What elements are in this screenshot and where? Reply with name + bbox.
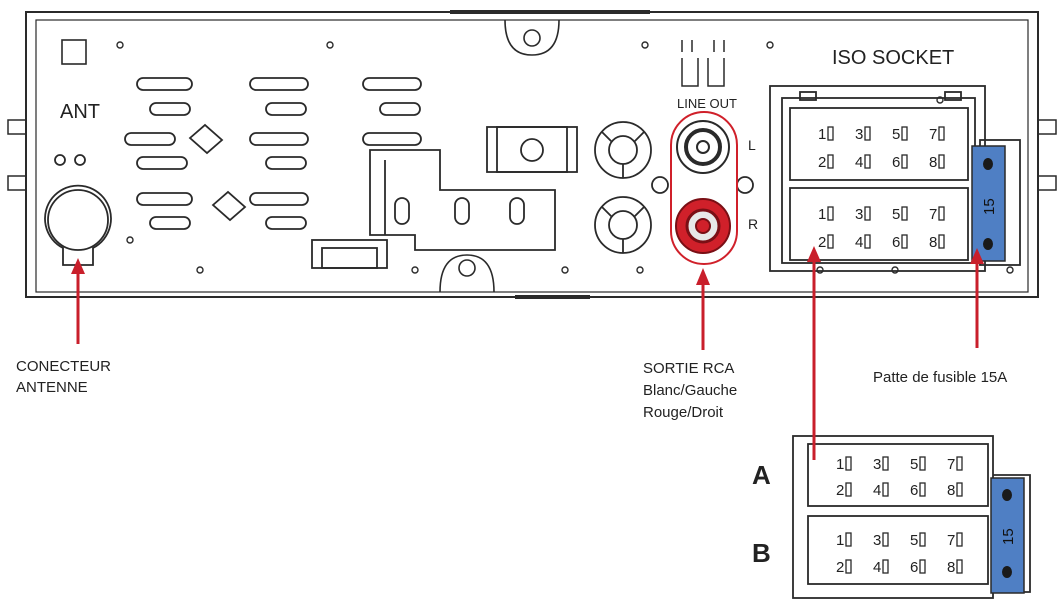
antenna-connector-line-1: CONECTEUR xyxy=(16,358,111,375)
rca-output xyxy=(670,111,738,265)
iso-pin-7-b: 7 xyxy=(947,532,955,549)
iso-pin-slot xyxy=(827,154,834,169)
iso-pin-slot xyxy=(845,532,852,547)
iso-pin-3-a: 3 xyxy=(873,456,881,473)
iso-pin-3-b: 3 xyxy=(873,532,881,549)
rca-output-line-1: SORTIE RCA xyxy=(643,360,734,377)
iso-pin-slot xyxy=(864,206,871,221)
rca-output-label: SORTIE RCA Blanc/Gauche Rouge/Droit xyxy=(643,360,741,421)
iso-pin-slot xyxy=(938,234,945,249)
iso-pin-slot xyxy=(882,456,889,471)
screw-dots xyxy=(116,41,1014,274)
iso-pin-7-a: 7 xyxy=(947,456,955,473)
iso-pin-slot xyxy=(864,154,871,169)
iso-pin-4-a: 4 xyxy=(873,482,881,499)
connector-b-label: B xyxy=(752,538,771,568)
iso-pin-slot xyxy=(845,559,852,574)
iso-pin-slot xyxy=(882,559,889,574)
iso-pin-2-b: 2 xyxy=(836,559,844,576)
connector-a-label: A xyxy=(752,460,771,490)
iso-pin-slot xyxy=(919,559,926,574)
iso-pin-2-a: 2 xyxy=(818,154,826,171)
rca-left-label: L xyxy=(748,137,756,153)
detail-fuse: 15 xyxy=(990,477,1025,594)
iso-pin-3-b: 3 xyxy=(855,206,863,223)
iso-pin-slot xyxy=(919,532,926,547)
speaker-knockouts xyxy=(594,121,754,254)
rca-output-line-3: Rouge/Droit xyxy=(643,404,724,421)
line-out-tabs xyxy=(681,40,725,87)
iso-pin-slot xyxy=(864,126,871,141)
iso-pin-7-a: 7 xyxy=(929,126,937,143)
internal-bracket xyxy=(311,126,578,269)
iso-pin-1-a: 1 xyxy=(836,456,844,473)
iso-pin-slot xyxy=(864,234,871,249)
iso-pin-slot xyxy=(901,126,908,141)
antenna-connector-line-2: ANTENNE xyxy=(16,379,88,396)
ant-label: ANT xyxy=(60,101,100,123)
iso-pin-slot xyxy=(882,532,889,547)
iso-pin-8-b: 8 xyxy=(929,234,937,251)
iso-pins-detail: 1 3 5 7 2 4 6 8 1 3 5 7 2 4 6 8 xyxy=(836,456,963,576)
iso-pin-2-a: 2 xyxy=(836,482,844,499)
iso-pin-slot xyxy=(845,482,852,497)
iso-pin-8-a: 8 xyxy=(929,154,937,171)
iso-pin-slot xyxy=(827,234,834,249)
iso-pin-slot xyxy=(919,482,926,497)
iso-pin-5-a: 5 xyxy=(892,126,900,143)
iso-pin-slot xyxy=(845,456,852,471)
iso-pin-7-b: 7 xyxy=(929,206,937,223)
iso-pin-slot xyxy=(901,234,908,249)
fuse-rating-detail: 15 xyxy=(1000,528,1017,545)
iso-pin-slot xyxy=(901,206,908,221)
iso-pin-5-a: 5 xyxy=(910,456,918,473)
antenna-connector-label: CONECTEUR ANTENNE xyxy=(16,358,115,396)
iso-pin-1-a: 1 xyxy=(818,126,826,143)
iso-pin-slot xyxy=(956,482,963,497)
iso-pin-4-a: 4 xyxy=(855,154,863,171)
mounting-holes xyxy=(61,19,560,293)
fuse-rating-panel: 15 xyxy=(981,198,998,215)
iso-pin-6-b: 6 xyxy=(910,559,918,576)
vent-slots xyxy=(124,77,422,230)
rca-output-line-2: Blanc/Gauche xyxy=(643,382,737,399)
iso-pin-slot xyxy=(956,456,963,471)
iso-pin-slot xyxy=(956,532,963,547)
iso-pin-4-b: 4 xyxy=(873,559,881,576)
iso-pin-slot xyxy=(882,482,889,497)
iso-pins-panel: 1 3 5 7 2 4 6 8 1 3 5 7 2 4 6 8 xyxy=(818,126,945,251)
iso-pin-8-b: 8 xyxy=(947,559,955,576)
iso-pin-slot xyxy=(901,154,908,169)
iso-pin-1-b: 1 xyxy=(818,206,826,223)
line-out-label: LINE OUT xyxy=(677,96,737,111)
iso-pin-slot xyxy=(919,456,926,471)
iso-pin-slot xyxy=(956,559,963,574)
iso-pin-6-a: 6 xyxy=(892,154,900,171)
rca-right-label: R xyxy=(748,216,758,232)
iso-pin-slot xyxy=(938,154,945,169)
iso-pin-slot xyxy=(827,126,834,141)
iso-pin-2-b: 2 xyxy=(818,234,826,251)
iso-pin-1-b: 1 xyxy=(836,532,844,549)
iso-pin-slot xyxy=(938,206,945,221)
pointer-arrows xyxy=(71,246,984,460)
chassis xyxy=(7,10,1057,299)
iso-pin-4-b: 4 xyxy=(855,234,863,251)
iso-pin-5-b: 5 xyxy=(892,206,900,223)
iso-pin-3-a: 3 xyxy=(855,126,863,143)
iso-pin-5-b: 5 xyxy=(910,532,918,549)
iso-pin-slot xyxy=(827,206,834,221)
iso-socket-label: ISO SOCKET xyxy=(832,47,954,69)
iso-pin-8-a: 8 xyxy=(947,482,955,499)
iso-pin-6-b: 6 xyxy=(892,234,900,251)
iso-fuse: 15 xyxy=(971,145,1006,262)
antenna-socket xyxy=(44,154,112,266)
iso-pin-6-a: 6 xyxy=(910,482,918,499)
fuse-label: Patte de fusible 15A xyxy=(873,369,1007,386)
iso-pin-slot xyxy=(938,126,945,141)
